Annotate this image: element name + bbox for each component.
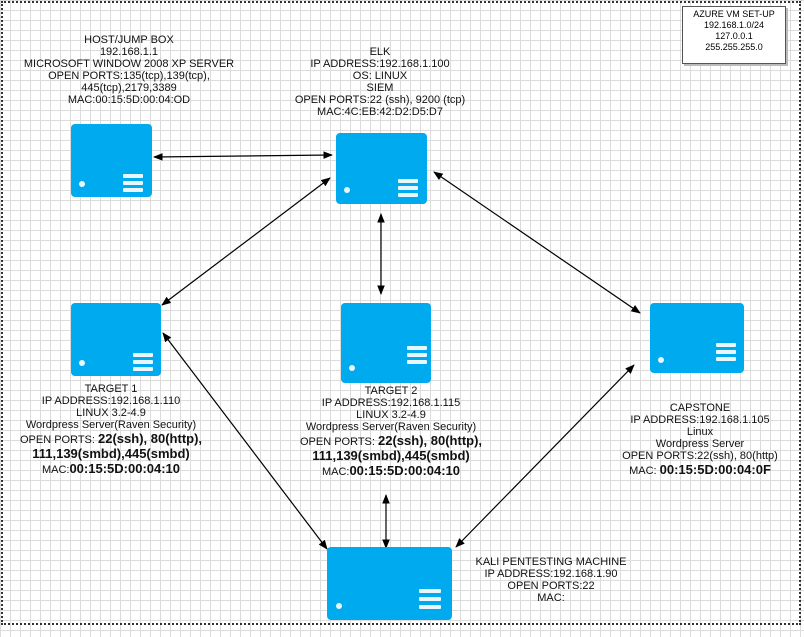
link-elk-capstone [433, 171, 641, 314]
target1-ports: OPEN PORTS: 22(ssh), 80(http), [19, 431, 203, 446]
legend-loopback: 127.0.0.1 [715, 31, 753, 41]
host-ports: OPEN PORTS:135(tcp),139(tcp), [48, 70, 210, 82]
kali-label: KALI PENTESTING MACHINE IP ADDRESS:192.1… [456, 556, 646, 604]
target2-mac: MAC:00:15:5D:00:04:10 [321, 463, 461, 478]
capstone-os: Linux [686, 426, 714, 438]
legend-box: AZURE VM SET-UP 192.168.1.0/24 127.0.0.1… [682, 6, 786, 64]
target2-ports-cont: 111,139(smbd),445(smbd) [312, 448, 470, 463]
host-title: HOST/JUMP BOX [84, 34, 174, 46]
elk-role: SIEM [366, 82, 394, 94]
host-ip: 192.168.1.1 [99, 46, 159, 58]
legend-title: AZURE VM SET-UP [693, 9, 775, 19]
elk-server-icon[interactable] [336, 133, 427, 204]
target1-ip: IP ADDRESS:192.168.1.110 [41, 395, 181, 407]
kali-title: KALI PENTESTING MACHINE [475, 556, 627, 568]
kali-ip: IP ADDRESS:192.168.1.90 [484, 568, 618, 580]
elk-title: ELK [369, 46, 391, 58]
capstone-title: CAPSTONE [669, 402, 731, 414]
target2-title: TARGET 2 [364, 385, 418, 397]
diagram-frame [1, 1, 801, 625]
target2-ip: IP ADDRESS:192.168.1.115 [321, 397, 461, 409]
capstone-ip: IP ADDRESS:192.168.1.105 [630, 414, 770, 426]
target1-title: TARGET 1 [84, 383, 138, 395]
capstone-mac: MAC: 00:15:5D:00:04:0F [629, 462, 771, 477]
link-target1-kali [162, 332, 328, 550]
host-ports-cont: 445(tcp),2179,3389 [81, 82, 177, 94]
target1-ports-cont: 111,139(smbd),445(smbd) [32, 446, 190, 461]
link-capstone-kali [455, 364, 635, 548]
target2-ports: OPEN PORTS: 22(ssh), 80(http), [299, 433, 483, 448]
link-elk-target1 [161, 177, 331, 306]
target1-mac: MAC:00:15:5D:00:04:10 [41, 461, 181, 476]
elk-ports: OPEN PORTS:22 (ssh), 9200 (tcp) [294, 94, 466, 106]
capstone-ports: OPEN PORTS:22(ssh), 80(http) [622, 450, 778, 462]
host-os: MICROSOFT WINDOW 2008 XP SERVER [23, 58, 235, 70]
elk-mac: MAC:4C:EB:42:D2:D5:D7 [317, 106, 443, 118]
kali-ports: OPEN PORTS:22 [507, 580, 595, 592]
capstone-role: Wordpress Server [655, 438, 745, 450]
capstone-server-icon[interactable] [650, 303, 744, 373]
kali-server-icon[interactable] [327, 547, 452, 620]
target1-label: TARGET 1 IP ADDRESS:192.168.1.110 LINUX … [6, 383, 216, 476]
target2-label: TARGET 2 IP ADDRESS:192.168.1.115 LINUX … [286, 385, 496, 478]
elk-os: OS: LINUX [352, 70, 408, 82]
legend-netmask: 255.255.255.0 [705, 42, 763, 52]
host-server-icon[interactable] [71, 124, 152, 197]
host-mac: MAC:00:15:5D:00:04:OD [67, 94, 191, 106]
target1-os: LINUX 3.2-4.9 [76, 407, 146, 419]
elk-label: ELK IP ADDRESS:192.168.1.100 OS: LINUX S… [280, 46, 480, 118]
kali-mac: MAC: [537, 592, 565, 604]
elk-ip: IP ADDRESS:192.168.1.100 [310, 58, 450, 70]
target2-os: LINUX 3.2-4.9 [356, 409, 426, 421]
legend-subnet: 192.168.1.0/24 [703, 20, 765, 30]
host-label: HOST/JUMP BOX 192.168.1.1 MICROSOFT WIND… [2, 34, 256, 106]
target1-server-icon[interactable] [71, 303, 161, 376]
link-host-elk [153, 151, 333, 161]
target1-role: Wordpress Server(Raven Security) [25, 419, 197, 431]
capstone-label: CAPSTONE IP ADDRESS:192.168.1.105 Linux … [600, 402, 800, 477]
target2-role: Wordpress Server(Raven Security) [305, 421, 477, 433]
target2-server-icon[interactable] [341, 303, 431, 383]
